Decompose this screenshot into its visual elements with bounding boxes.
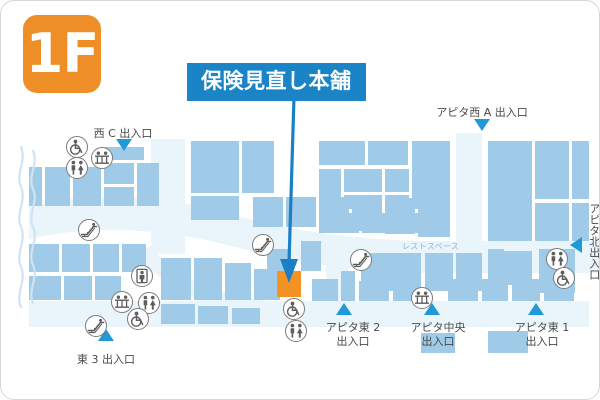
exit-label-apita-west-a[interactable]: アピタ西 A 出入口	[436, 106, 528, 119]
exit-label-apita-central-line2: 出入口	[421, 334, 455, 348]
callout-pointer-arrow	[280, 96, 298, 283]
exit-marker-west-c	[116, 139, 132, 151]
exit-marker-apita-north	[570, 237, 582, 253]
wheelchair-icon	[282, 297, 306, 321]
escalator-icon	[349, 248, 373, 272]
baby-care-icon	[410, 286, 434, 310]
exit-label-apita-north[interactable]: アピタ北出入口	[587, 203, 600, 280]
exit-marker-apita-east-1	[528, 303, 544, 315]
restroom-icon	[285, 320, 307, 342]
exit-label-apita-east-1[interactable]: アピタ東 1 出入口	[515, 321, 570, 349]
exit-label-west-c[interactable]: 西 C 出入口	[93, 127, 153, 140]
exit-marker-apita-central	[424, 303, 440, 315]
exit-label-apita-central-line1: アピタ中央	[410, 321, 466, 334]
exit-label-apita-east-1-line2: 出入口	[525, 334, 559, 348]
exit-marker-apita-east-2	[336, 303, 352, 315]
exit-marker-apita-west-a	[474, 119, 490, 131]
exit-label-apita-east-2-line2: 出入口	[336, 334, 370, 348]
tenant-units	[29, 141, 589, 353]
escalator-icon	[251, 233, 275, 257]
store-callout-label[interactable]: 保険見直し本舗	[187, 63, 366, 102]
exit-markers[interactable]	[98, 119, 582, 341]
store-location-highlight[interactable]	[277, 271, 301, 297]
area-label-rest-space: レストスペース	[402, 242, 460, 251]
restroom-icon	[66, 157, 88, 179]
torn-edge	[18, 145, 36, 309]
exit-label-apita-east-2[interactable]: アピタ東 2 出入口	[326, 321, 381, 349]
elevator-icon	[130, 264, 154, 288]
exit-label-apita-east-1-line1: アピタ東 1	[514, 321, 570, 334]
escalator-icon	[84, 314, 108, 338]
exit-label-east-3[interactable]: 東 3 出入口	[77, 353, 135, 366]
exit-label-apita-central[interactable]: アピタ中央 出入口	[411, 321, 466, 349]
floor-badge: 1F	[23, 15, 101, 93]
store-callout-text: 保険見直し本舗	[201, 69, 352, 93]
floor-badge-label: 1F	[25, 22, 99, 85]
escalator-icon	[77, 218, 101, 242]
wheelchair-icon	[65, 135, 89, 159]
exit-label-apita-east-2-line1: アピタ東 2	[325, 321, 381, 334]
wheelchair-icon	[552, 266, 576, 290]
baby-care-icon	[110, 290, 134, 314]
baby-care-icon	[90, 146, 114, 170]
wheelchair-icon	[126, 307, 150, 331]
restroom-icon	[546, 248, 568, 270]
exit-marker-east-3	[98, 329, 114, 341]
